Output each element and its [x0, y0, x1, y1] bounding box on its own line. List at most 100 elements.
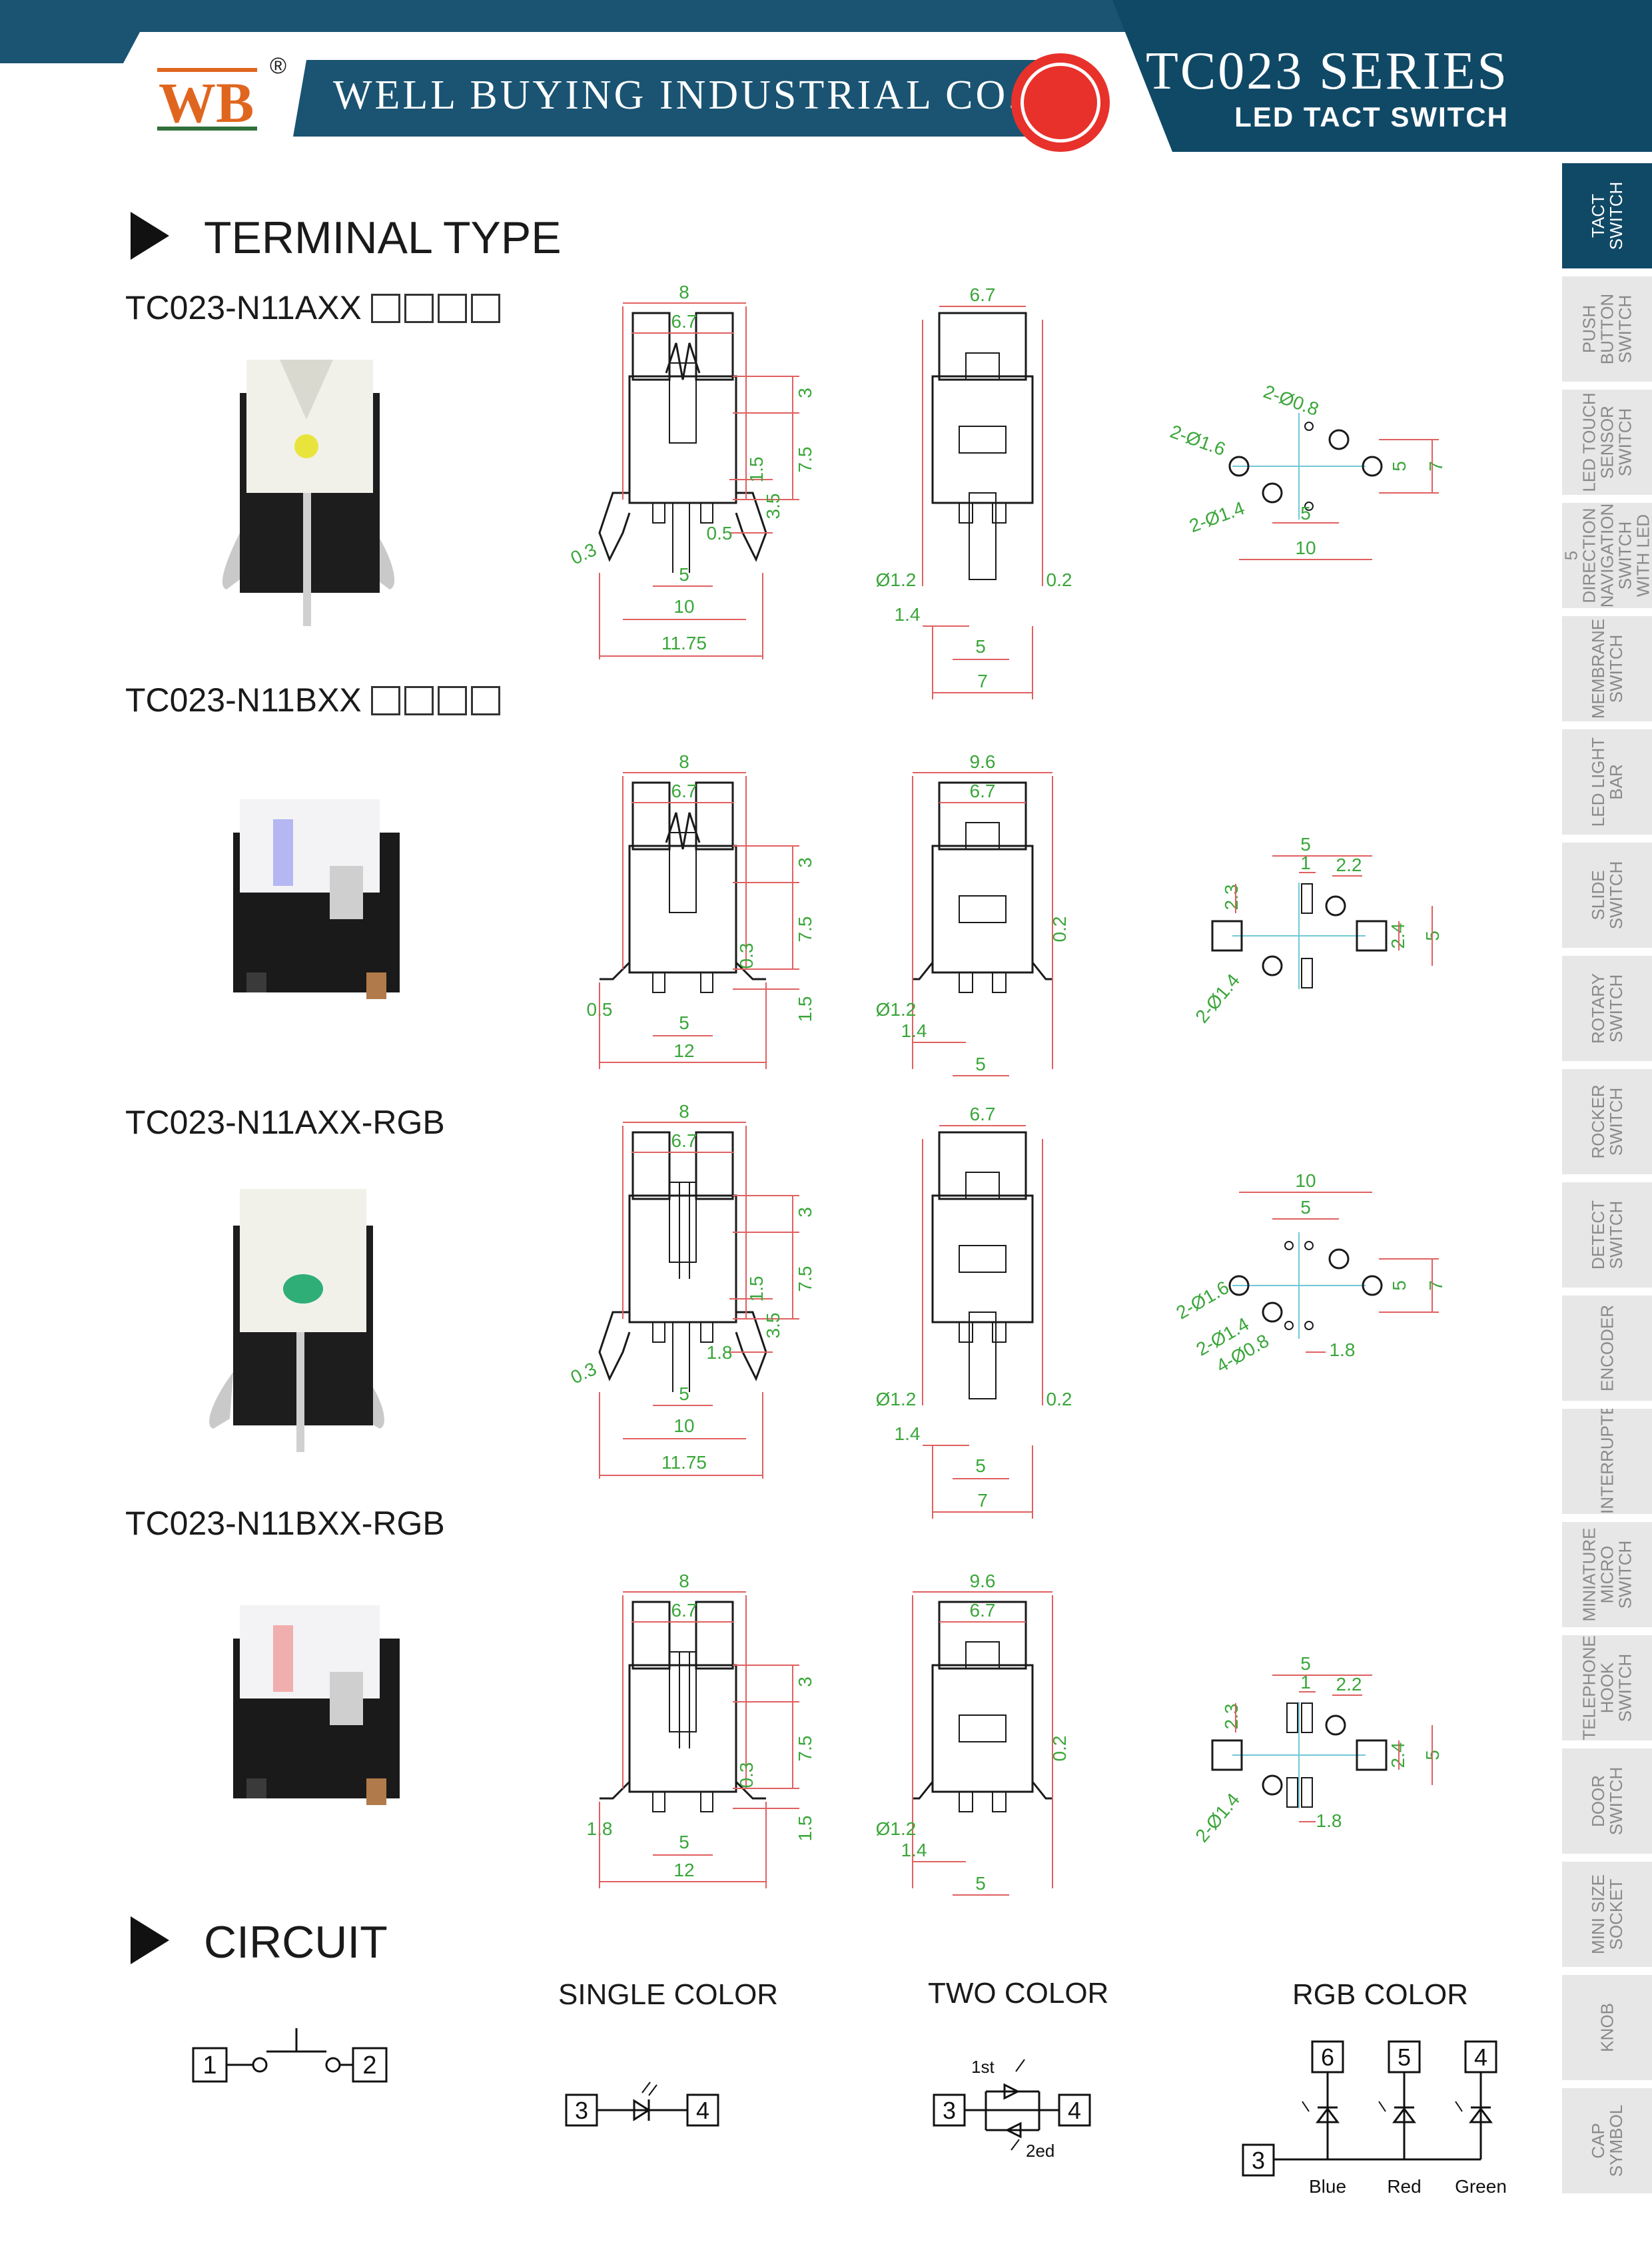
- dimension-label: 12: [673, 1860, 694, 1880]
- pin-label: 4: [1474, 2044, 1487, 2071]
- product-photo-argb: [209, 1189, 384, 1452]
- part-number: TC023-N11BXX-RGB: [125, 1504, 445, 1543]
- rgb-led-symbol: 6 Blue 5 Red 4 Green 3: [1242, 2040, 1507, 2197]
- sidebar-tab[interactable]: INTERRUPTER: [1562, 1409, 1652, 1518]
- dimension-label: 9.6: [970, 1571, 996, 1591]
- two-color-led-symbol: 1st 3 2ed 4: [933, 2057, 1091, 2161]
- dimension-label: 2.4: [1388, 923, 1408, 949]
- dimension-label: 2-Ø1.4: [1191, 970, 1244, 1027]
- dimension-label: 2-Ø1.4: [1186, 498, 1247, 536]
- sidebar-tab[interactable]: LED TOUCH SENSOR SWITCH: [1562, 390, 1652, 499]
- dimension-label: 6.7: [970, 1600, 996, 1621]
- dimension-label: 1.5: [795, 1816, 815, 1842]
- dimension-label: 0.3: [568, 1358, 600, 1388]
- sidebar-tab[interactable]: PUSH BUTTON SWITCH: [1562, 276, 1652, 386]
- side-view-drawing: 9.66.70.2Ø1.21.45: [876, 751, 1070, 1076]
- product-photo-b: [233, 799, 400, 999]
- logo-mark: [153, 64, 266, 137]
- dimension-label: 5: [1300, 1653, 1311, 1674]
- pin-label: 3: [575, 2097, 588, 2124]
- sidebar-tab-label: KNOB: [1597, 2003, 1617, 2052]
- sidebar-tab[interactable]: TACT SWITCH: [1562, 163, 1652, 272]
- dimension-label: 1.4: [901, 1020, 927, 1041]
- header-band: [0, 0, 1652, 152]
- sidebar-tab-label: ROTARY SWITCH: [1587, 973, 1626, 1044]
- dimension-label: 2-Ø0.8: [1261, 381, 1322, 420]
- rgb-channel: 6 Blue: [1302, 2040, 1346, 2197]
- sidebar-tab[interactable]: DETECT SWITCH: [1562, 1182, 1652, 1292]
- part-label: TC023-N11AXX: [125, 289, 362, 326]
- pin-label: 4: [696, 2097, 709, 2124]
- product-photo-brgb: [233, 1605, 400, 1805]
- part-label: TC023-N11BXX-RGB: [125, 1505, 445, 1542]
- dimension-label: 12: [673, 1040, 694, 1061]
- side-view-drawing: 9.66.70.2Ø1.21.45: [876, 1571, 1070, 1896]
- dimension-label: 5: [679, 564, 689, 585]
- section-arrow-icon: [131, 212, 169, 260]
- sidebar-tab[interactable]: TELEPHONE HOOK SWITCH: [1562, 1635, 1652, 1744]
- registered-mark: ®: [270, 53, 287, 79]
- sidebar-tab-label: 5 DIRECTION NAVIGATION SWITCH WITH LED: [1562, 503, 1652, 608]
- dimension-label: 1.8: [707, 1342, 733, 1363]
- part-label: TC023-N11AXX-RGB: [125, 1104, 445, 1141]
- sidebar-tab-label: TACT SWITCH: [1587, 181, 1626, 250]
- dimension-label: 6.7: [671, 1600, 697, 1621]
- dimension-label: 1: [1300, 1672, 1311, 1692]
- sidebar-tab[interactable]: SLIDE SWITCH: [1562, 843, 1652, 952]
- pin-label: 1: [203, 2052, 216, 2079]
- rgb-color-title: RGB COLOR: [1292, 1978, 1469, 2011]
- sidebar-tab[interactable]: MINI SIZE SOCKET: [1562, 1862, 1652, 1971]
- part-number: TC023-N11AXX: [125, 288, 504, 331]
- dimension-label: 5: [975, 1455, 986, 1476]
- dimension-label: 7: [1426, 1280, 1446, 1291]
- dimension-label: 0.2: [1046, 1389, 1072, 1409]
- section-arrow-icon: [131, 1916, 169, 1964]
- sidebar-tab-label: CAP SYMBOL: [1587, 2104, 1626, 2177]
- dimension-label: 1.8: [1330, 1339, 1356, 1360]
- dimension-label: 5: [679, 1012, 689, 1033]
- dimension-label: 7.5: [795, 917, 815, 942]
- dimension-label: 5: [975, 1054, 986, 1074]
- sidebar-tab[interactable]: ENCODER: [1562, 1296, 1652, 1405]
- section-title-terminal: TERMINAL TYPE: [204, 212, 562, 263]
- sidebar-tab[interactable]: MEMBRANE SWITCH: [1562, 616, 1652, 725]
- dimension-label: 1.5: [746, 1276, 767, 1302]
- dimension-label: 7: [977, 671, 988, 691]
- dimension-label: 2.4: [1388, 1742, 1408, 1768]
- dimension-label: 3.5: [763, 1313, 783, 1339]
- dimension-label: 2-Ø1.6: [1172, 1277, 1232, 1323]
- dimension-label: 7: [977, 1490, 988, 1511]
- dimension-label: 6.7: [671, 311, 697, 332]
- sidebar-tab[interactable]: ROCKER SWITCH: [1562, 1069, 1652, 1178]
- sidebar-tab-label: DETECT SWITCH: [1587, 1200, 1626, 1270]
- dimension-label: 5: [1300, 834, 1311, 855]
- option-boxes: [370, 292, 504, 331]
- second-label: 2ed: [1026, 2141, 1054, 2161]
- sidebar-tab[interactable]: MINIATURE MICRO SWITCH: [1562, 1522, 1652, 1631]
- dimension-label: 6.7: [970, 284, 996, 305]
- sidebar-tab[interactable]: CAP SYMBOL: [1562, 2088, 1652, 2197]
- dimension-label: 5: [975, 636, 986, 657]
- single-color-led-symbol: 3 4: [565, 2081, 719, 2127]
- dimension-label: 8: [679, 751, 689, 772]
- dimension-label: 3: [795, 857, 815, 868]
- series-subtitle: LED TACT SWITCH: [1234, 101, 1509, 133]
- dimension-label: 5: [679, 1383, 689, 1404]
- dimension-label: 0.2: [1049, 917, 1070, 942]
- dimension-label: 5: [1389, 1280, 1410, 1291]
- color-label: Green: [1455, 2176, 1507, 2197]
- dimension-label: 6.7: [671, 781, 697, 801]
- sidebar-tab[interactable]: DOOR SWITCH: [1562, 1748, 1652, 1858]
- sidebar-tab[interactable]: KNOB: [1562, 1975, 1652, 2084]
- dimension-label: 3.5: [763, 494, 783, 520]
- sidebar-tab[interactable]: LED LIGHT BAR: [1562, 729, 1652, 839]
- two-color-title: TWO COLOR: [928, 1977, 1109, 2010]
- dimension-label: Ø1.2: [876, 999, 917, 1020]
- series-title: TC023 SERIES: [1146, 42, 1509, 101]
- sidebar-tab[interactable]: 5 DIRECTION NAVIGATION SWITCH WITH LED: [1562, 503, 1652, 612]
- sidebar-tab[interactable]: ROTARY SWITCH: [1562, 956, 1652, 1065]
- dimension-label: 8: [679, 1571, 689, 1591]
